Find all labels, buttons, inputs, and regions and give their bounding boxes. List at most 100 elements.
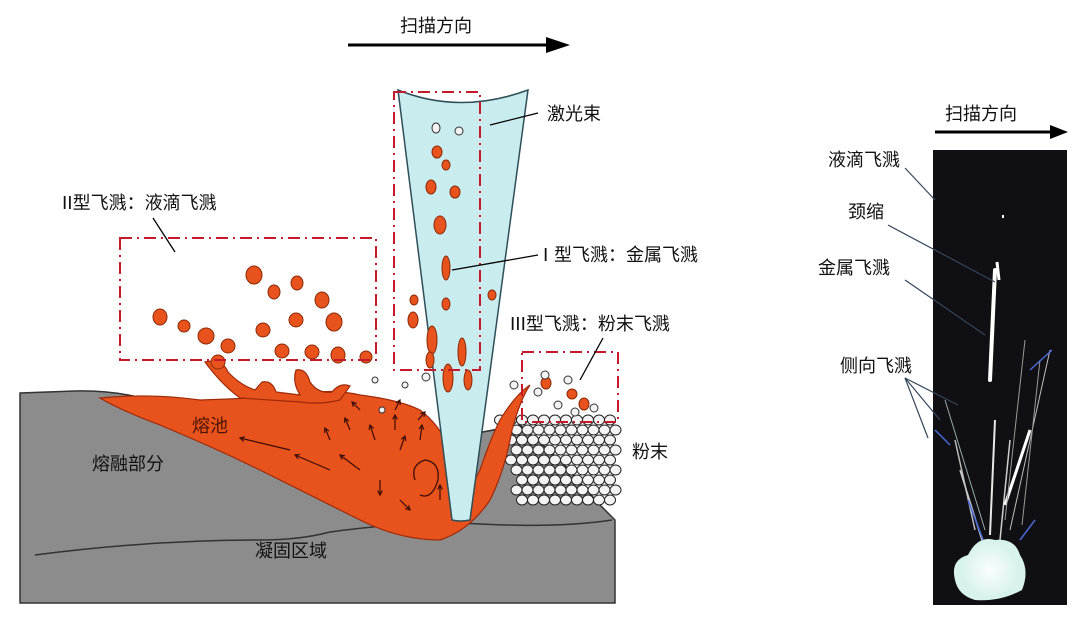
powder-grain	[516, 454, 528, 466]
melt-plume	[203, 360, 351, 404]
powder-grain	[582, 474, 594, 486]
powder-grain	[516, 434, 528, 446]
powder-grain	[521, 484, 534, 496]
powder-grain	[538, 454, 550, 466]
droplet-spatter-particles	[152, 265, 590, 411]
type3-spatter-label: III型飞溅：粉末飞溅	[510, 314, 670, 335]
droplet-leader	[904, 167, 936, 201]
metal-drop	[449, 185, 461, 199]
powder-grain	[593, 494, 605, 506]
metal-drop	[425, 179, 437, 195]
melt-pool-label: 熔池	[192, 416, 228, 437]
side-leader-3	[904, 377, 959, 406]
droplet	[177, 319, 191, 333]
powder-grain	[604, 434, 616, 446]
powder-grain	[543, 424, 556, 436]
powder-grain	[571, 494, 583, 506]
powder-grain	[565, 424, 578, 436]
powder-grain	[582, 454, 594, 466]
flow-arrowhead	[238, 436, 245, 442]
type3-box	[521, 351, 619, 423]
powder-grain	[571, 474, 583, 486]
flow-arrow	[344, 417, 351, 431]
powder-grain	[543, 464, 556, 476]
flow-arrow	[294, 454, 331, 471]
droplet-spatter-label: 液滴飞溅	[828, 150, 900, 171]
flow-arrow	[394, 399, 401, 411]
powder-grain	[554, 464, 567, 476]
powder-grain	[554, 484, 567, 496]
type1-box	[393, 91, 481, 371]
powder-particle	[454, 126, 464, 136]
powder-particle	[421, 372, 431, 382]
high-speed-photo	[933, 150, 1067, 605]
droplet	[267, 284, 281, 300]
droplet	[304, 344, 320, 360]
powder-grain	[549, 494, 561, 506]
powder-grain	[521, 424, 534, 436]
powder-grain	[527, 434, 539, 446]
metal-drop	[487, 289, 497, 301]
powder-grain	[538, 414, 550, 426]
flow-arrowhead	[395, 398, 401, 406]
powder-grain	[571, 414, 583, 426]
type1-spatter-label: I 型飞溅：金属飞溅	[543, 245, 698, 266]
powder-grain	[565, 484, 578, 496]
droplet	[274, 343, 290, 359]
flow-arrows	[238, 398, 443, 511]
metal-leader	[904, 279, 986, 336]
powder-grain	[587, 424, 600, 436]
laser-beam-label: 激光束	[547, 104, 601, 125]
flow-arrowhead	[377, 490, 383, 497]
powder-grain	[549, 454, 561, 466]
powder-grain	[587, 464, 600, 476]
powder-grain	[532, 444, 545, 456]
type2-leader	[152, 217, 176, 253]
photo-spatter-streaks	[934, 215, 1053, 601]
powder-grain	[527, 454, 539, 466]
flow-arrow	[419, 424, 423, 441]
flow-arrow	[399, 435, 406, 451]
powder-grain	[609, 424, 622, 436]
droplet	[288, 312, 304, 328]
powder-grain	[538, 474, 550, 486]
powder-grain	[554, 444, 567, 456]
scan-direction-arrow-photo	[935, 125, 1068, 139]
laser-leader	[489, 112, 539, 126]
powder-bed	[494, 414, 622, 506]
powder-grain	[538, 434, 550, 446]
powder-grain	[604, 474, 616, 486]
scan-direction-label: 扫描方向	[400, 16, 472, 37]
flow-arrowhead	[405, 505, 411, 511]
powder-grain	[505, 454, 517, 466]
powder-grain	[582, 494, 594, 506]
powder-particle	[570, 407, 580, 417]
flow-arrowhead	[338, 454, 346, 460]
powder-grain	[593, 454, 605, 466]
flow-arrowhead	[420, 411, 426, 418]
fused-part-label: 熔融部分	[92, 454, 164, 475]
scan-direction-arrow	[348, 37, 570, 53]
powder-grain	[527, 474, 539, 486]
powder-particle	[509, 380, 519, 390]
droplet	[325, 312, 343, 332]
flow-arrow	[351, 401, 361, 411]
powder-grain	[560, 494, 572, 506]
powder-grain	[604, 414, 616, 426]
flow-arrow	[417, 411, 426, 421]
powder-grain	[565, 464, 578, 476]
metal-drop	[407, 311, 419, 329]
droplet	[255, 322, 271, 338]
photo-scan-direction-label: 扫描方向	[945, 104, 1017, 125]
metal-drop	[426, 325, 438, 355]
flow-arrowhead	[351, 401, 357, 407]
powder-grain	[516, 494, 528, 506]
powder-grain	[593, 414, 605, 426]
powder-particle	[371, 376, 379, 384]
powder-grain	[549, 434, 561, 446]
necking-leader	[887, 224, 996, 283]
powder-particle	[378, 406, 386, 414]
type2-spatter-label: II型飞溅：液滴飞溅	[62, 193, 217, 214]
